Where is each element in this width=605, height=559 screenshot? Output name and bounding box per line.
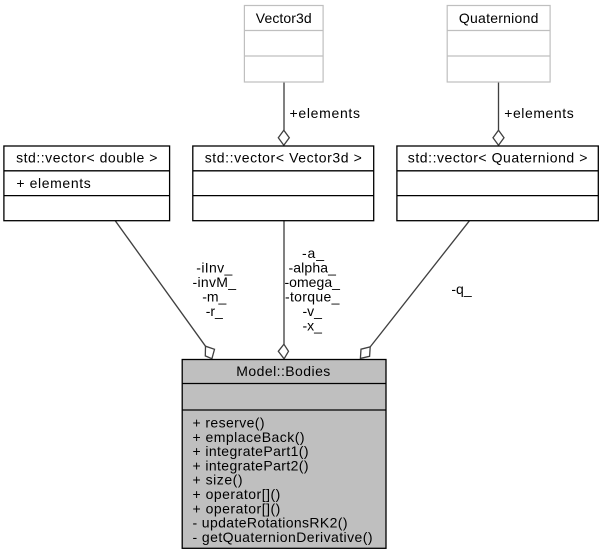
svg-text:+ elements: + elements	[16, 175, 90, 191]
svg-text:+ size(): + size()	[193, 472, 243, 488]
svg-text:-omega_: -omega_	[284, 274, 340, 290]
svg-text:-a_: -a_	[302, 245, 324, 261]
svg-text:+elements: +elements	[290, 105, 361, 121]
svg-text:-r_: -r_	[206, 303, 223, 319]
svg-text:-m_: -m_	[202, 289, 226, 305]
svg-text:Model::Bodies: Model::Bodies	[236, 363, 330, 379]
svg-text:-v_: -v_	[302, 303, 322, 319]
svg-text:+ integratePart2(): + integratePart2()	[193, 457, 309, 473]
svg-text:-x_: -x_	[302, 318, 322, 334]
svg-text:+ emplaceBack(): + emplaceBack()	[193, 429, 305, 445]
svg-text:Quaterniond: Quaterniond	[459, 10, 539, 26]
svg-text:-torque_: -torque_	[285, 289, 340, 305]
svg-text:+ operator[](): + operator[]()	[193, 486, 281, 502]
svg-text:- getQuaternionDerivative(): - getQuaternionDerivative()	[193, 529, 373, 545]
svg-text:std::vector< Vector3d >: std::vector< Vector3d >	[205, 150, 362, 166]
svg-text:-iInv_: -iInv_	[196, 260, 232, 276]
svg-text:+elements: +elements	[504, 105, 574, 121]
svg-text:std::vector< double >: std::vector< double >	[16, 150, 157, 166]
svg-text:- updateRotationsRK2(): - updateRotationsRK2()	[193, 515, 348, 531]
svg-text:+ reserve(): + reserve()	[193, 415, 265, 431]
svg-text:+ operator[](): + operator[]()	[193, 500, 281, 516]
svg-text:+ integratePart1(): + integratePart1()	[193, 443, 309, 459]
svg-text:-alpha_: -alpha_	[288, 260, 336, 276]
svg-text:Vector3d: Vector3d	[256, 10, 312, 26]
svg-text:-invM_: -invM_	[193, 274, 237, 290]
svg-text:std::vector< Quaterniond >: std::vector< Quaterniond >	[408, 150, 588, 166]
svg-text:-q_: -q_	[451, 281, 471, 297]
